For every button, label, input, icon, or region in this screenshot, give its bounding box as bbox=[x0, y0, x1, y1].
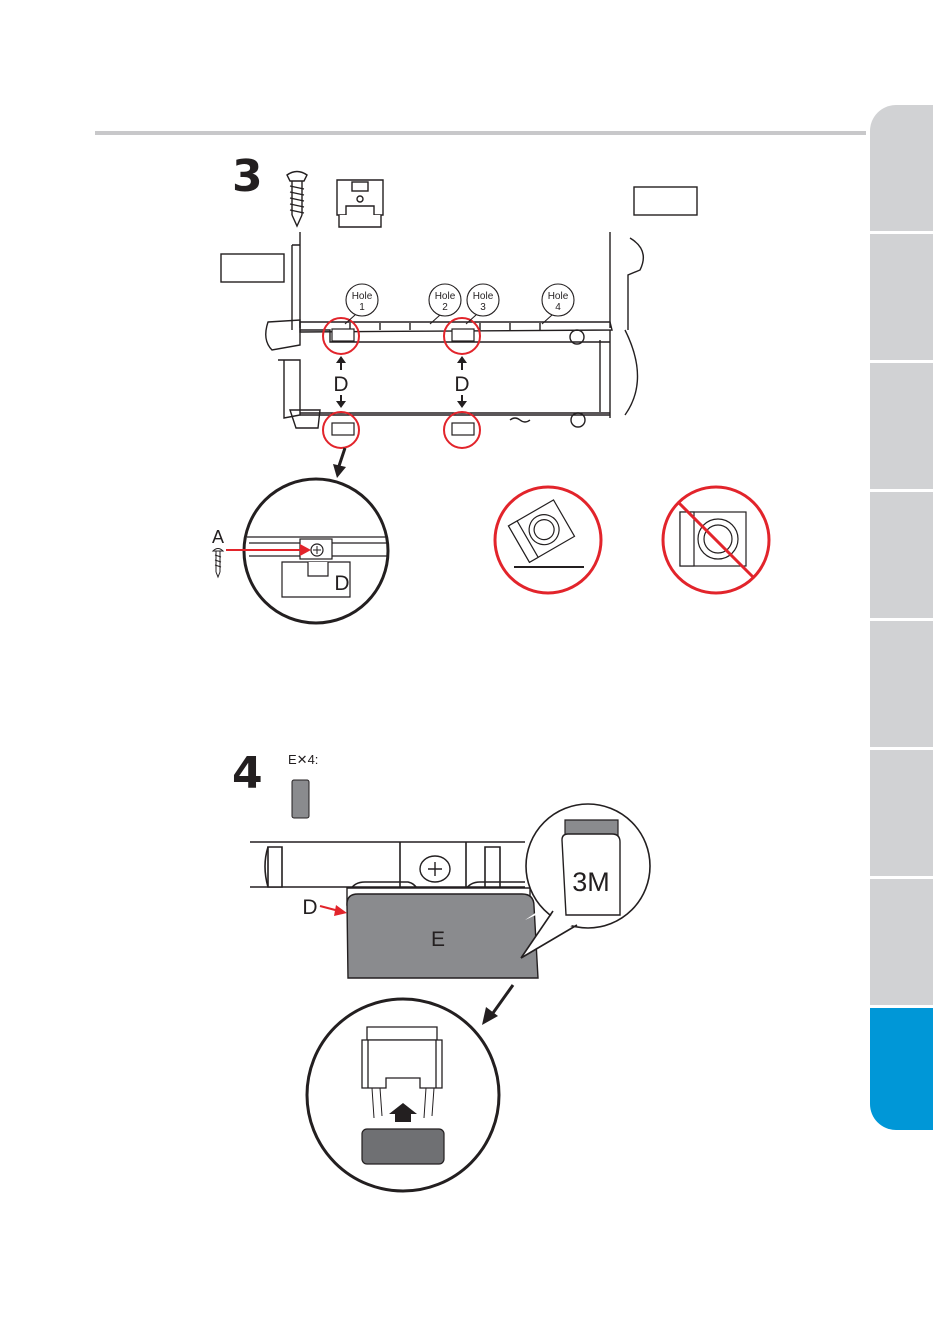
step4-detail-circle bbox=[307, 999, 499, 1191]
part-e-label: E bbox=[431, 928, 445, 951]
step4-d-red-arrow bbox=[320, 905, 347, 916]
detail-pad-e bbox=[362, 1129, 444, 1164]
screw-head-icon bbox=[420, 856, 450, 882]
tape-3m-label: 3M bbox=[572, 867, 610, 897]
step4-part-d-label: D bbox=[302, 896, 317, 919]
tape-callout-bubble: 3M bbox=[521, 804, 650, 958]
step4-zoom-arrow bbox=[482, 985, 513, 1025]
part-e-icon bbox=[292, 780, 309, 818]
